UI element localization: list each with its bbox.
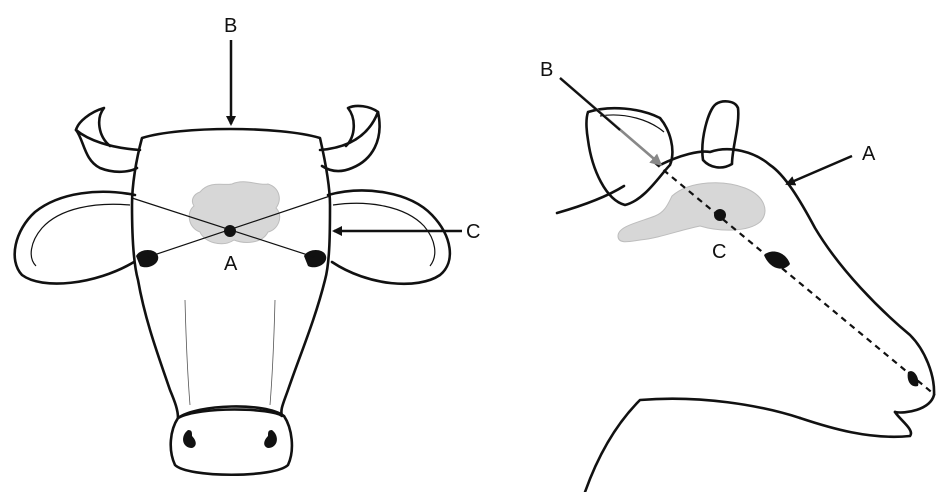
side-arrow-a [787,156,852,184]
left-ear [15,192,135,284]
left-ear-inner [31,204,130,266]
front-label-c: C [466,221,480,243]
side-eye-icon [764,252,790,269]
side-mouth [800,412,911,437]
side-ear-inner [600,115,664,132]
right-ear-inner [333,203,435,266]
face-line-right [270,300,275,405]
front-label-a: A [224,253,238,275]
left-nostril-icon [183,430,196,448]
front-label-b: B [224,15,237,37]
front-view: B A C [15,15,481,475]
side-label-b: B [540,59,553,81]
face-line-left [185,300,190,405]
front-point-a-dot [224,225,236,237]
side-label-c: C [712,241,726,263]
right-eye-icon [304,250,326,267]
shot-line-dashed [655,163,935,395]
right-horn-tip [346,106,378,146]
side-view: B A C [540,59,935,492]
right-nostril-icon [264,430,277,448]
side-point-c-dot [714,209,726,221]
side-nostril-icon [908,371,919,386]
side-ear [587,108,673,205]
side-horn [702,101,738,167]
side-jaw [585,399,800,492]
side-brain [618,183,765,242]
left-horn [76,130,140,172]
side-label-a: A [862,143,876,165]
left-eye-icon [136,250,158,267]
side-arrow-b-black [560,78,620,130]
